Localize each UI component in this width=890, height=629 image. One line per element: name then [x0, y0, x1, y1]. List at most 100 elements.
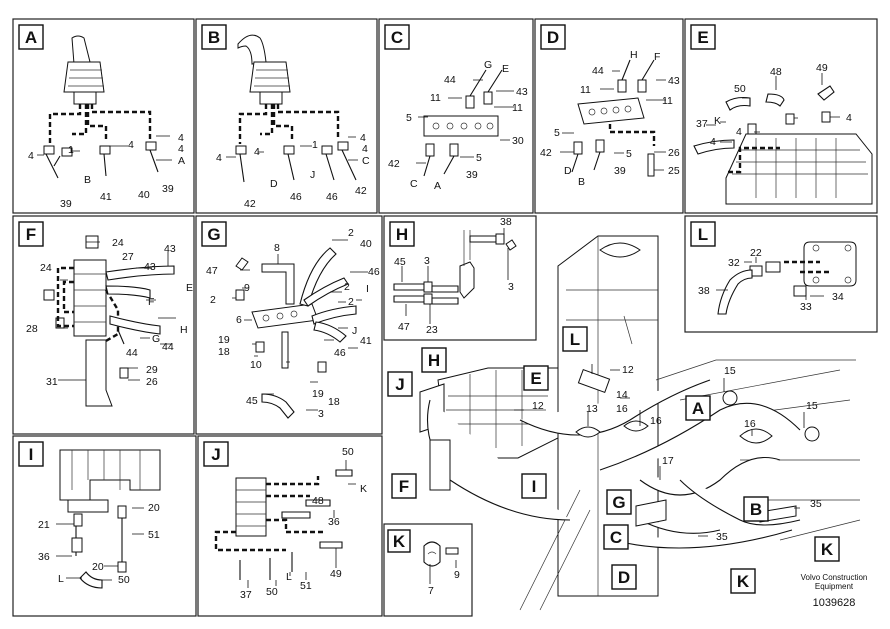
- part-number: 11: [580, 84, 591, 96]
- panel-e-label: E: [697, 28, 708, 47]
- part-number: 21: [38, 519, 50, 531]
- part-number: 39: [162, 183, 174, 195]
- part-number: 4: [128, 139, 134, 151]
- panel-f-tag: [18, 221, 44, 247]
- part-number: F: [148, 296, 154, 308]
- part-number: 44: [126, 347, 138, 359]
- part-number: 4: [28, 150, 34, 162]
- part-number: 41: [360, 335, 372, 347]
- part-number: 39: [614, 165, 626, 177]
- overview-tag: [603, 524, 629, 550]
- part-number: 4: [216, 152, 222, 164]
- part-number: 4: [846, 112, 852, 124]
- part-number: A: [434, 180, 441, 192]
- panel-i-label: I: [29, 445, 34, 464]
- part-number: 42: [244, 198, 256, 210]
- part-number: 26: [146, 376, 158, 388]
- part-number: 3: [508, 281, 514, 293]
- part-number: 1: [312, 139, 318, 151]
- overview-tag: [606, 489, 632, 515]
- part-number: 45: [246, 395, 258, 407]
- part-number: 5: [554, 127, 560, 139]
- panel-g-label: G: [207, 225, 220, 244]
- part-number: 26: [668, 147, 680, 159]
- overview-tag-label: L: [570, 330, 580, 349]
- panel-l-label: L: [698, 225, 708, 244]
- panel-j-tag: [203, 441, 229, 467]
- part-number: 16: [650, 415, 662, 427]
- part-number: 50: [734, 83, 746, 95]
- panel-b-label: B: [208, 28, 220, 47]
- part-number: L: [58, 573, 64, 585]
- part-number: 34: [832, 291, 844, 303]
- part-number: J: [352, 325, 357, 337]
- part-number: D: [270, 178, 278, 190]
- part-number: 46: [326, 191, 338, 203]
- part-number: G: [152, 333, 160, 345]
- overview-tag: [421, 347, 447, 373]
- overview-tag-label: D: [618, 568, 630, 587]
- part-number: 2: [210, 294, 216, 306]
- part-number: F: [654, 51, 660, 63]
- part-number: 14: [616, 389, 628, 401]
- part-number: 4: [360, 132, 366, 144]
- part-number: 6: [236, 314, 242, 326]
- panel-j-label: J: [211, 445, 220, 464]
- part-number: 31: [46, 376, 58, 388]
- overview-tag-label: I: [532, 477, 537, 496]
- part-number: 32: [728, 257, 740, 269]
- part-number: K: [714, 115, 721, 127]
- part-number: 2: [348, 227, 354, 239]
- part-number: 17: [662, 455, 674, 467]
- overview-tag: [387, 371, 413, 397]
- part-number: 39: [60, 198, 72, 210]
- part-number: 24: [40, 262, 52, 274]
- panel-a-border: [12, 18, 195, 214]
- part-number: 47: [398, 321, 410, 333]
- part-number: C: [362, 155, 370, 167]
- part-number: 48: [770, 66, 782, 78]
- panel-j-drawing: [214, 460, 356, 588]
- part-number: 4: [736, 126, 742, 138]
- overview-tag: [685, 395, 711, 421]
- part-number: 4: [254, 146, 260, 158]
- panel-d-drawing: [560, 59, 666, 177]
- part-number: 3: [424, 255, 430, 267]
- part-number: 10: [250, 359, 262, 371]
- part-number: 9: [454, 569, 460, 581]
- part-number: G: [484, 59, 492, 71]
- panel-g-tag: [201, 221, 227, 247]
- part-number: 43: [144, 261, 156, 273]
- part-number: 51: [300, 580, 312, 592]
- overview-tag: [814, 536, 840, 562]
- part-number: D: [564, 165, 572, 177]
- part-number: K: [360, 483, 367, 495]
- part-number: H: [180, 324, 188, 336]
- overview-tag-label: A: [692, 399, 704, 418]
- overview-tag-label: C: [610, 528, 622, 547]
- part-number: 50: [266, 586, 278, 598]
- overview-tag: [611, 564, 637, 590]
- part-number: 4: [178, 132, 184, 144]
- panel-i-tag: [18, 441, 44, 467]
- panel-a-drawing: [37, 35, 172, 179]
- part-number: A: [178, 155, 185, 167]
- part-number: 3: [318, 408, 324, 420]
- part-number: 33: [800, 301, 812, 313]
- overview-tag-label: J: [395, 375, 404, 394]
- part-number: 40: [360, 238, 372, 250]
- part-number: 28: [26, 323, 38, 335]
- part-number: 1: [68, 144, 74, 156]
- panel-a-label: A: [25, 28, 37, 47]
- panel-c-drawing: [416, 69, 514, 177]
- part-number: E: [186, 282, 193, 294]
- part-number: 50: [342, 446, 354, 458]
- part-number: 16: [616, 403, 628, 415]
- part-number: 11: [430, 92, 441, 104]
- part-number: 4: [362, 143, 368, 155]
- overview-tag-label: G: [612, 493, 625, 512]
- part-number: 38: [698, 285, 710, 297]
- part-number: 20: [148, 502, 160, 514]
- part-number: C: [410, 178, 418, 190]
